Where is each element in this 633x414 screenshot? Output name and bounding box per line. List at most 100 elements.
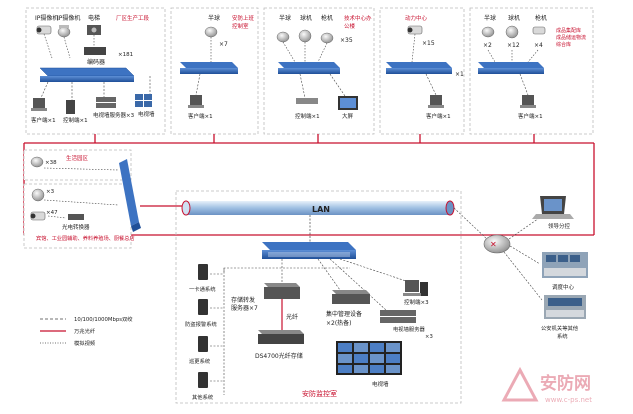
lan-tube xyxy=(181,200,455,216)
right-label-2: 调度中心 xyxy=(552,283,575,291)
box5-title-line2: 成品储运物流 xyxy=(556,34,586,41)
core-switch-icon xyxy=(262,242,356,259)
box2-dome-icon xyxy=(204,26,218,38)
system-label-1: 一卡通系统 xyxy=(189,285,216,293)
system-server-icon-1 xyxy=(198,264,208,280)
box1-encoder-icon xyxy=(84,47,106,55)
box3-screen-label: 大屏 xyxy=(342,112,354,120)
box1-dome-icon xyxy=(57,25,71,38)
control-pc-label: 控制端×3 xyxy=(404,298,429,306)
video-wall-label: 电视墙 xyxy=(372,380,389,388)
mgmt-server-icon xyxy=(332,290,370,304)
box3-title-line1: 技术中心办 xyxy=(344,14,372,22)
left-note: 宾馆、工业园辅助、养料养殖场、厨餐总店 xyxy=(36,234,135,242)
box4-device-label: 动力中心 xyxy=(405,14,428,22)
box1-camera-icon-1 xyxy=(36,25,52,35)
box1-device-label-1: IP摄像机 xyxy=(35,14,58,22)
left-cam-count-2: ×47 xyxy=(46,210,58,216)
left-converter-icon xyxy=(68,214,84,220)
box5-switch-icon xyxy=(478,62,544,74)
dispatch-center-image xyxy=(542,252,588,278)
legend: 10/100/1000Mbps双绞 万兆光纤 模拟视频 xyxy=(40,315,133,347)
box5-count-3: ×4 xyxy=(534,42,543,49)
box1-control-pc-icon xyxy=(66,100,75,114)
box5-title-line1: 成品集配库 xyxy=(556,27,581,34)
box4-switch-icon xyxy=(386,62,452,74)
box2-title-line2: 控制室 xyxy=(232,22,249,30)
watermark-logo: 安防网 www.c-ps.net xyxy=(501,366,592,404)
box5-count-1: ×2 xyxy=(483,42,492,49)
box5-title-line3: 综合库 xyxy=(556,41,571,48)
box1-title: 厂区生产工段 xyxy=(116,14,150,22)
box3-dome-icon xyxy=(276,31,290,43)
system-label-2: 防盗报警系统 xyxy=(185,320,217,328)
mgmt-label-2: ×2(热备) xyxy=(326,319,352,327)
left-bullet-cam-icon xyxy=(30,211,46,221)
box4-camera-icon xyxy=(407,25,423,35)
box1-wall-label: 电视墙 xyxy=(138,110,155,118)
lan-label: LAN xyxy=(312,205,330,214)
system-server-icon-4 xyxy=(198,372,208,388)
box2-client-label: 客户端×1 xyxy=(188,112,213,120)
box1-device-label-2: IP摄像机 xyxy=(57,14,80,22)
box4-switch-count: ×1 xyxy=(455,71,464,78)
box1-control-label: 控制端×1 xyxy=(63,116,88,124)
legend-label-2: 万兆光纤 xyxy=(74,327,96,335)
wall-server-label-2: ×3 xyxy=(425,334,433,340)
box1-wall-server-icon xyxy=(96,97,116,108)
left-speed-dome-icon xyxy=(31,188,45,202)
control-room-title: 安防监控室 xyxy=(302,389,337,398)
box3-title-line2: 公楼 xyxy=(344,22,356,30)
box3-big-screen-icon xyxy=(338,96,358,110)
box1-device-label-3: 电梯 xyxy=(88,14,100,22)
box3-speed-dome-icon xyxy=(298,29,312,43)
storage-array-icon xyxy=(258,330,304,344)
box5-dome-icon xyxy=(481,26,495,38)
box1-switch-icon xyxy=(39,67,135,82)
fiber-label: 光纤 xyxy=(286,313,298,321)
box1-client-label: 客户端×1 xyxy=(31,116,56,124)
box5-device-label-3: 枪机 xyxy=(535,14,547,22)
storage-server-label-2: 服务器×7 xyxy=(231,304,258,312)
wall-server-icon xyxy=(380,310,416,323)
mgmt-label-1: 集中管理设备 xyxy=(326,310,362,318)
box2-switch-icon xyxy=(180,62,238,74)
police-center-image xyxy=(544,295,586,319)
box3-switch-icon xyxy=(278,62,340,74)
box1-wall-server-label: 电视墙服务器×3 xyxy=(93,111,135,119)
right-label-3-line2: 系统 xyxy=(557,332,568,340)
system-server-icon-2 xyxy=(198,299,208,315)
box4-count: ×15 xyxy=(422,40,435,47)
right-label-3-line1: 公安机关等其他 xyxy=(541,324,579,332)
watermark-url: www.c-ps.net xyxy=(545,396,592,404)
box3-control-device-icon xyxy=(296,98,318,104)
system-server-icon-3 xyxy=(198,336,208,352)
box2-title-line1: 安防上班 xyxy=(232,14,255,22)
box3-device-label-2: 球机 xyxy=(300,14,312,22)
box3-control-label: 控制端×1 xyxy=(295,112,320,120)
legend-label-1: 10/100/1000Mbps双绞 xyxy=(74,315,133,323)
box2-client-pc-icon xyxy=(188,95,204,108)
box3-count: ×35 xyxy=(340,37,353,44)
system-label-4: 其他系统 xyxy=(192,393,214,401)
watermark-brand: 安防网 xyxy=(540,373,591,394)
video-wall-grid xyxy=(336,341,402,375)
box1-client-pc-icon xyxy=(31,98,47,111)
box1-encoder-label: 编码器 xyxy=(87,58,105,66)
left-converter-label: 光电转换器 xyxy=(62,223,90,231)
laptop-icon xyxy=(532,196,574,219)
box1-elevator-cam-icon xyxy=(87,25,101,35)
box5-client-label: 客户端×1 xyxy=(518,112,543,120)
storage-server-icon xyxy=(264,283,300,299)
box5-client-pc-icon xyxy=(520,95,536,108)
box3-device-label-3: 枪机 xyxy=(321,14,333,22)
box5-bullet-cam-icon xyxy=(532,26,546,35)
box5-count-2: ×12 xyxy=(507,42,520,49)
storage-label: DS4700光纤存储 xyxy=(255,352,303,360)
svg-text:✕: ✕ xyxy=(490,240,497,249)
left-vertical-switch-icon xyxy=(119,159,141,232)
box2-count: ×7 xyxy=(219,41,228,48)
router-icon: ✕ xyxy=(483,234,511,254)
box5-device-label-1: 半球 xyxy=(484,14,496,22)
